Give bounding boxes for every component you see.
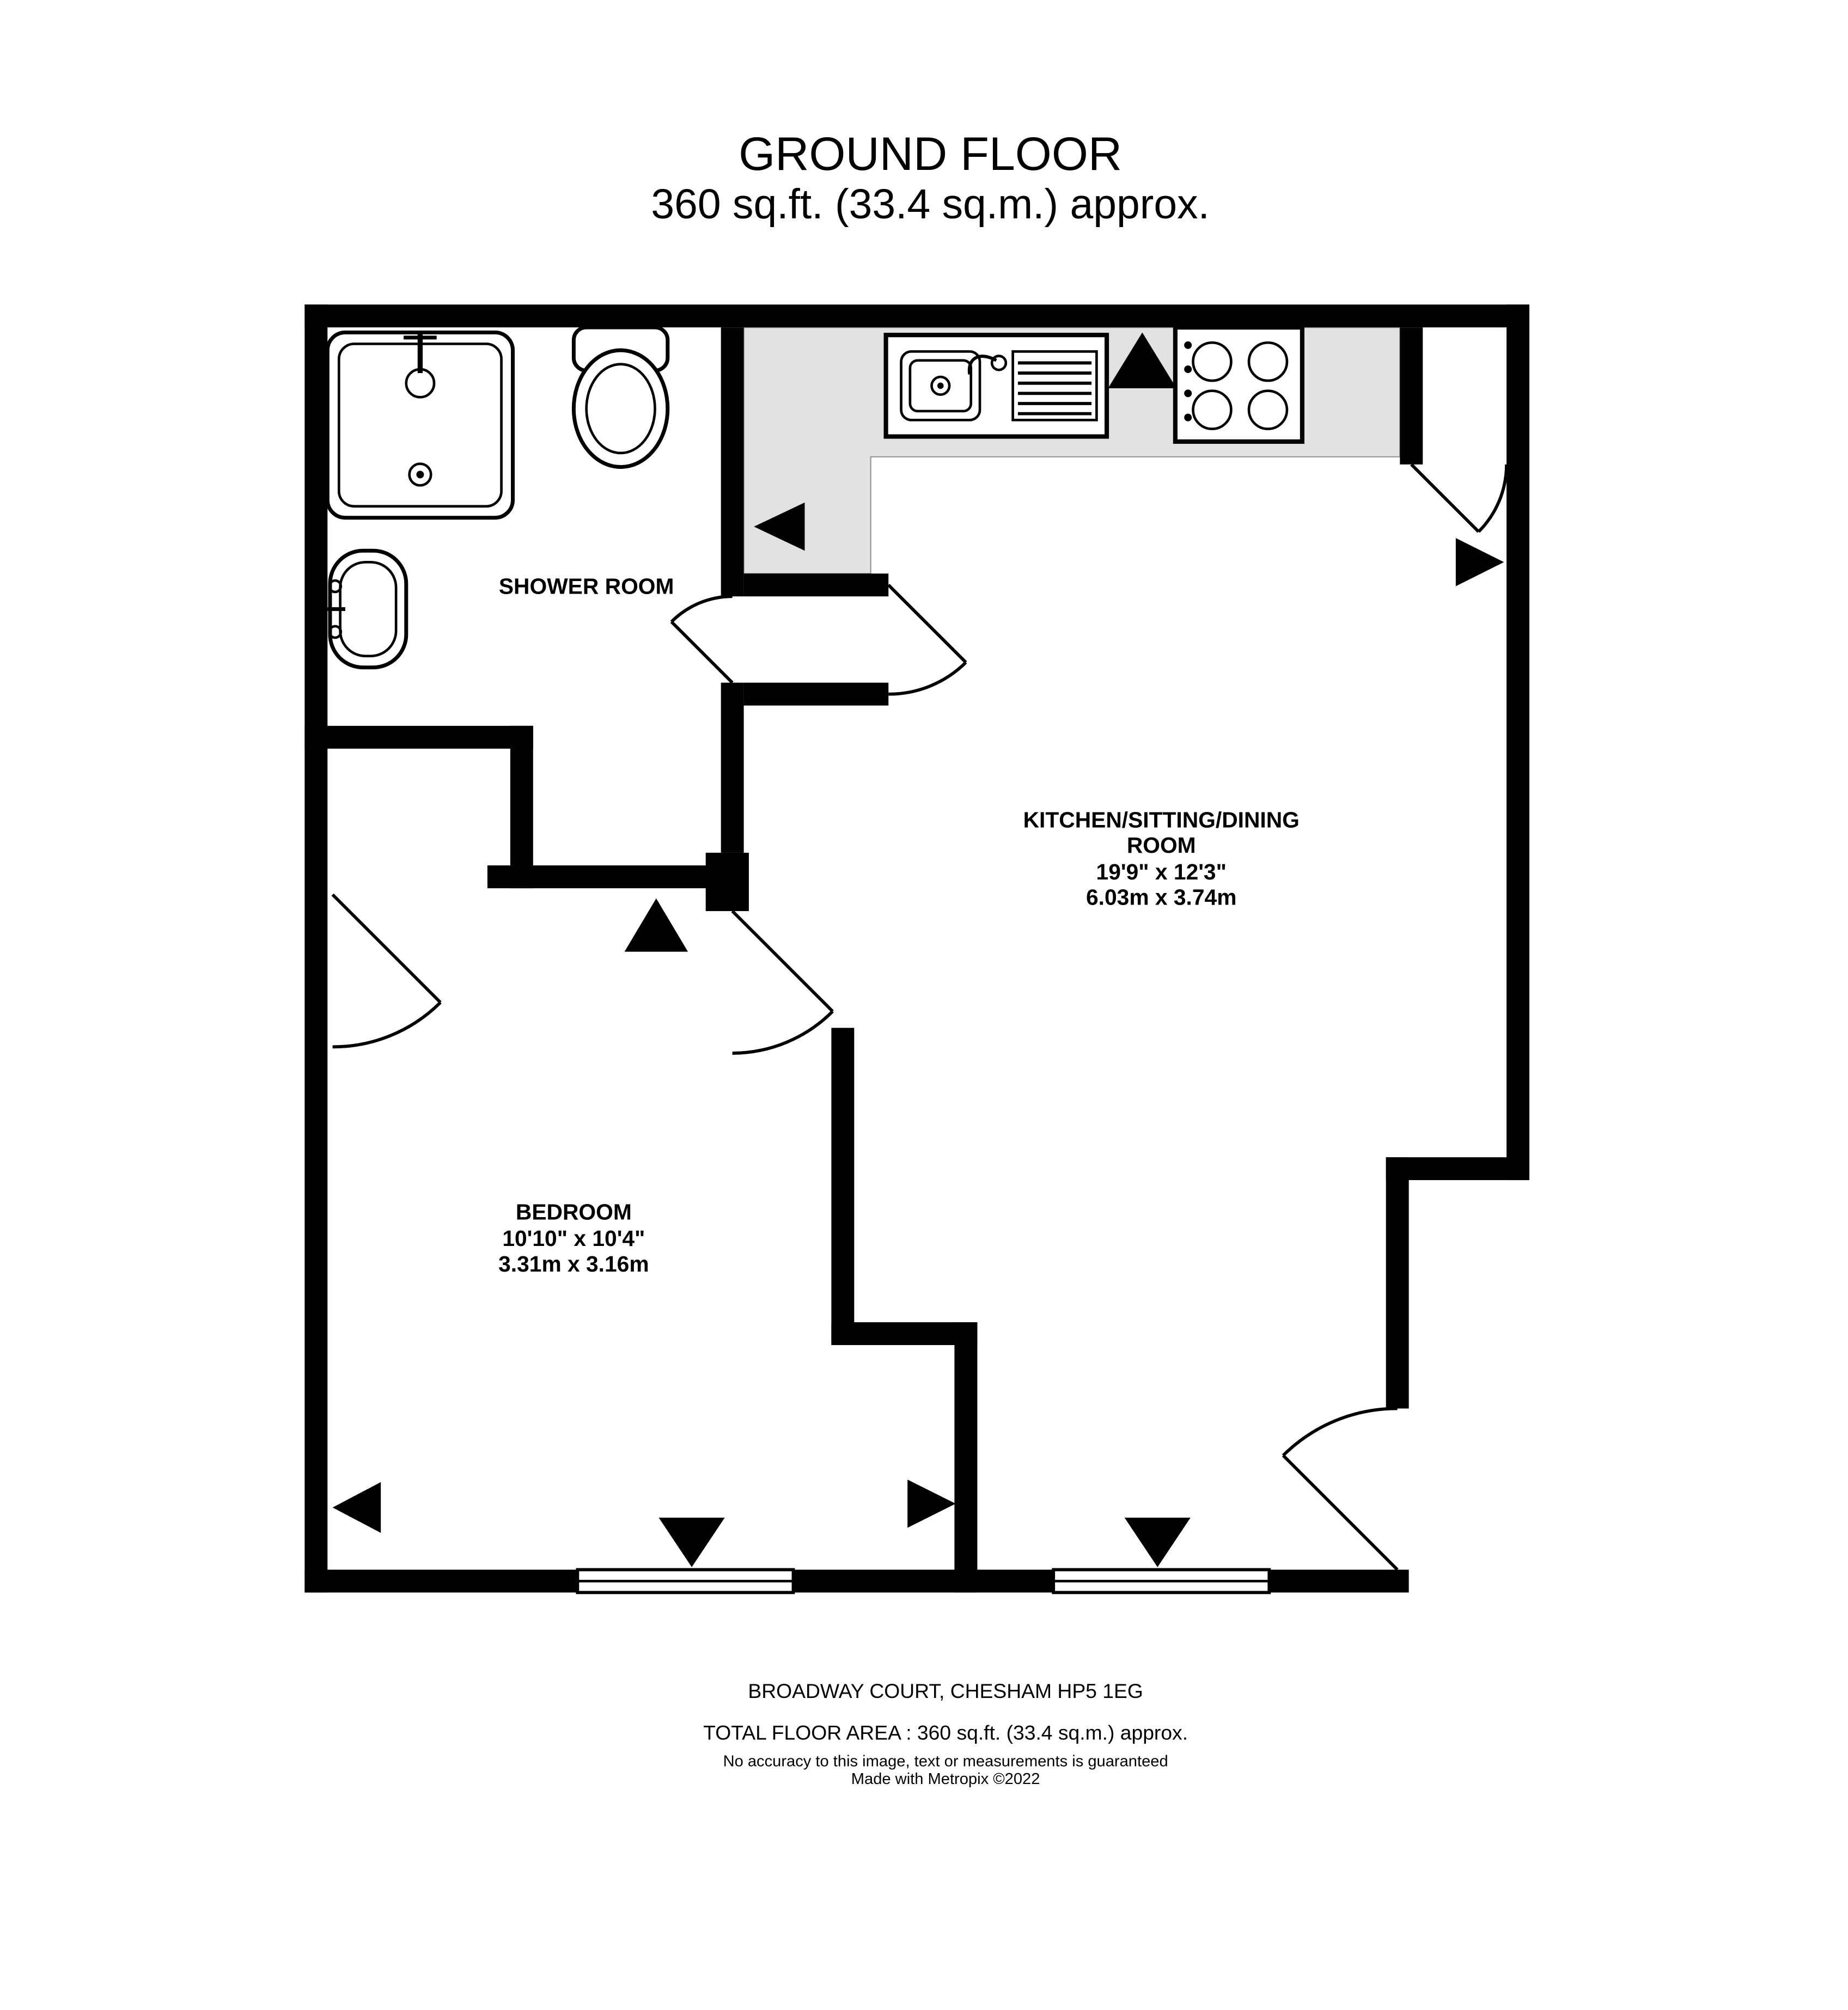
wall-right-lower <box>1386 1157 1409 1409</box>
wall-right-upper <box>1507 304 1529 1181</box>
kitchen-dims-imperial: 19'9" x 12'3" <box>1096 859 1227 884</box>
page-subtitle: 360 sq.ft. (33.4 sq.m.) approx. <box>651 181 1210 228</box>
kitchen-dims-metric: 6.03m x 3.74m <box>1086 884 1237 909</box>
arrow-up-kitchen-icon <box>1108 332 1177 389</box>
footer-address: BROADWAY COURT, CHESHAM HP5 1EG <box>748 1679 1143 1702</box>
shower-room-label: SHOWER ROOM <box>499 574 674 599</box>
arrow-down-window2-icon <box>1124 1517 1191 1567</box>
direction-arrows <box>332 332 1504 1567</box>
wall-left <box>304 304 328 1593</box>
wall-divider-horizontal <box>831 1322 978 1345</box>
window-sitting-room-icon <box>1052 1568 1271 1594</box>
doors <box>331 463 1508 1571</box>
wall-notch <box>1386 1157 1529 1181</box>
header: GROUND FLOOR 360 sq.ft. (33.4 sq.m.) app… <box>651 128 1210 228</box>
arrow-left-counter-icon <box>754 502 805 551</box>
sink-unit-icon <box>883 333 1109 439</box>
hob-icon <box>1173 325 1304 444</box>
shower-room-door-icon <box>670 595 734 684</box>
wall-shower-east-upper <box>721 327 744 597</box>
wall-entrance-stub <box>1400 327 1423 465</box>
wall-vestibule-bottom <box>743 682 889 706</box>
arrow-right-entrance-icon <box>1455 537 1504 586</box>
bedroom-door-icon <box>331 893 442 1049</box>
basin-icon <box>327 548 408 670</box>
bedroom-dims-imperial: 10'10" x 10'4" <box>502 1226 645 1251</box>
footer-total-area: TOTAL FLOOR AREA : 360 sq.ft. (33.4 sq.m… <box>703 1721 1188 1744</box>
footer-credit: Made with Metropix ©2022 <box>851 1770 1040 1788</box>
wall-vestibule-top <box>743 573 889 597</box>
shower-tray-icon <box>325 331 515 520</box>
footer-disclaimer: No accuracy to this image, text or measu… <box>723 1753 1168 1770</box>
wall-step-vertical <box>510 725 533 889</box>
walls <box>304 304 1529 1593</box>
footer: BROADWAY COURT, CHESHAM HP5 1EG TOTAL FL… <box>703 1679 1188 1788</box>
wall-divider-vertical-1 <box>831 1028 855 1345</box>
toilet-icon <box>571 325 670 469</box>
wall-shower-east-lower <box>721 682 744 853</box>
vestibule-door-icon <box>887 584 967 696</box>
kitchen-label-line2: ROOM <box>1127 833 1196 858</box>
entrance-door-icon <box>1410 463 1508 533</box>
wall-shower-south <box>304 725 533 749</box>
kitchen-label-line1: KITCHEN/SITTING/DINING <box>1023 807 1300 832</box>
wall-top <box>304 304 1529 328</box>
window-bedroom-icon <box>576 1568 795 1594</box>
arrow-down-window1-icon <box>658 1517 725 1567</box>
patio-door-icon <box>1282 1407 1399 1571</box>
wall-divider-vertical-2 <box>954 1322 978 1593</box>
arrow-up-hall-icon <box>624 898 688 952</box>
wall-junction-block <box>705 852 749 912</box>
arrow-right-bedroom-icon <box>907 1479 956 1528</box>
bedroom-label: BEDROOM <box>516 1199 632 1224</box>
room-labels: SHOWER ROOM KITCHEN/SITTING/DINING ROOM … <box>498 574 1300 1276</box>
page-title: GROUND FLOOR <box>739 128 1122 180</box>
windows <box>576 1568 1271 1594</box>
hall-kitchen-door-icon <box>731 910 834 1055</box>
wall-bedroom-north <box>487 865 744 889</box>
bedroom-dims-metric: 3.31m x 3.16m <box>498 1251 649 1276</box>
arrow-left-bedroom-icon <box>332 1482 381 1533</box>
